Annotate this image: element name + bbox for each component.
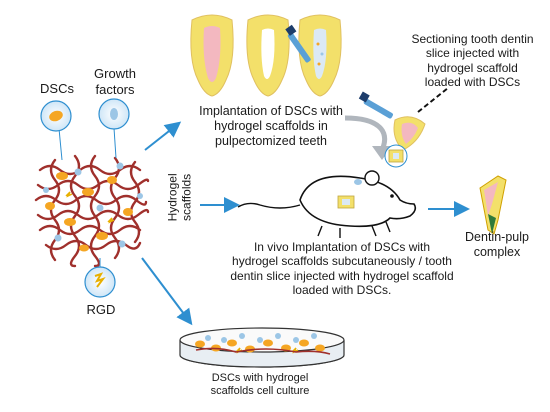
dentin-pulp-complex-label: Dentin-pulp complex: [452, 230, 542, 260]
hydrogel-label-line1: Hydrogel: [165, 173, 180, 222]
sectioning-line4: loaded with DSCs: [424, 75, 521, 90]
pulpectomized-teeth: [190, 14, 342, 97]
sectioning-line1: Sectioning tooth dentin: [411, 32, 534, 46]
in-vivo-line3: dentin slice injected with hydrogel scaf…: [230, 268, 454, 283]
sectioning-line2: slice injected with: [425, 46, 520, 61]
in-vivo-line1: In vivo Implantation of DSCs with: [253, 240, 431, 254]
cell-culture-label: DSCs with hydrogel scaffolds cell cultur…: [190, 372, 330, 398]
sectioning-label: Sectioning tooth dentin slice injected w…: [400, 32, 545, 90]
rgd-bubble: [84, 258, 116, 298]
dscs-bubble: [40, 100, 72, 161]
implantation-pulp-label: Implantation of DSCs with hydrogel scaff…: [186, 104, 356, 149]
culture-line1: DSCs with hydrogel: [211, 372, 309, 384]
culture-line2: scaffolds cell culture: [210, 385, 310, 398]
in-vivo-line2: hydrogel scaffolds subcutaneously / toot…: [232, 254, 452, 269]
sectioning-line3: hydrogel scaffold: [427, 60, 518, 75]
hydrogel-scaffolds-label: Hydrogel scaffolds: [166, 157, 195, 237]
in-vivo-line4: loaded with DSCs.: [292, 283, 392, 298]
in-vivo-label: In vivo Implantation of DSCs with hydrog…: [226, 240, 458, 298]
petri-dish: [179, 327, 345, 368]
dscs-label: DSCs: [40, 81, 74, 96]
hydrogel-label-line2: scaffolds: [180, 173, 194, 221]
dentin-pulp-line2: complex: [473, 245, 521, 259]
dentin-pulp-line1: Dentin-pulp: [465, 230, 529, 244]
growth-factors-label: Growth factors: [90, 66, 140, 97]
syringe-icon: [358, 91, 393, 119]
growth-factors-label-line1: Growth: [94, 66, 136, 81]
implant-pulp-line3: pulpectomized teeth: [215, 134, 327, 148]
growth-factor-bubble: [98, 98, 130, 159]
mouse-illustration: [237, 170, 417, 238]
rgd-label: RGD: [86, 302, 116, 317]
growth-factors-label-line2: factors: [95, 81, 135, 97]
hydrogel-scaffold-mesh: [34, 154, 150, 268]
dentin-slice-section: [358, 87, 449, 168]
implant-pulp-line2: hydrogel scaffolds in: [214, 119, 328, 133]
syringe-icon: [285, 24, 311, 63]
implant-pulp-line1: Implantation of DSCs with: [199, 104, 343, 118]
dentin-pulp-complex-tooth: [479, 175, 507, 235]
